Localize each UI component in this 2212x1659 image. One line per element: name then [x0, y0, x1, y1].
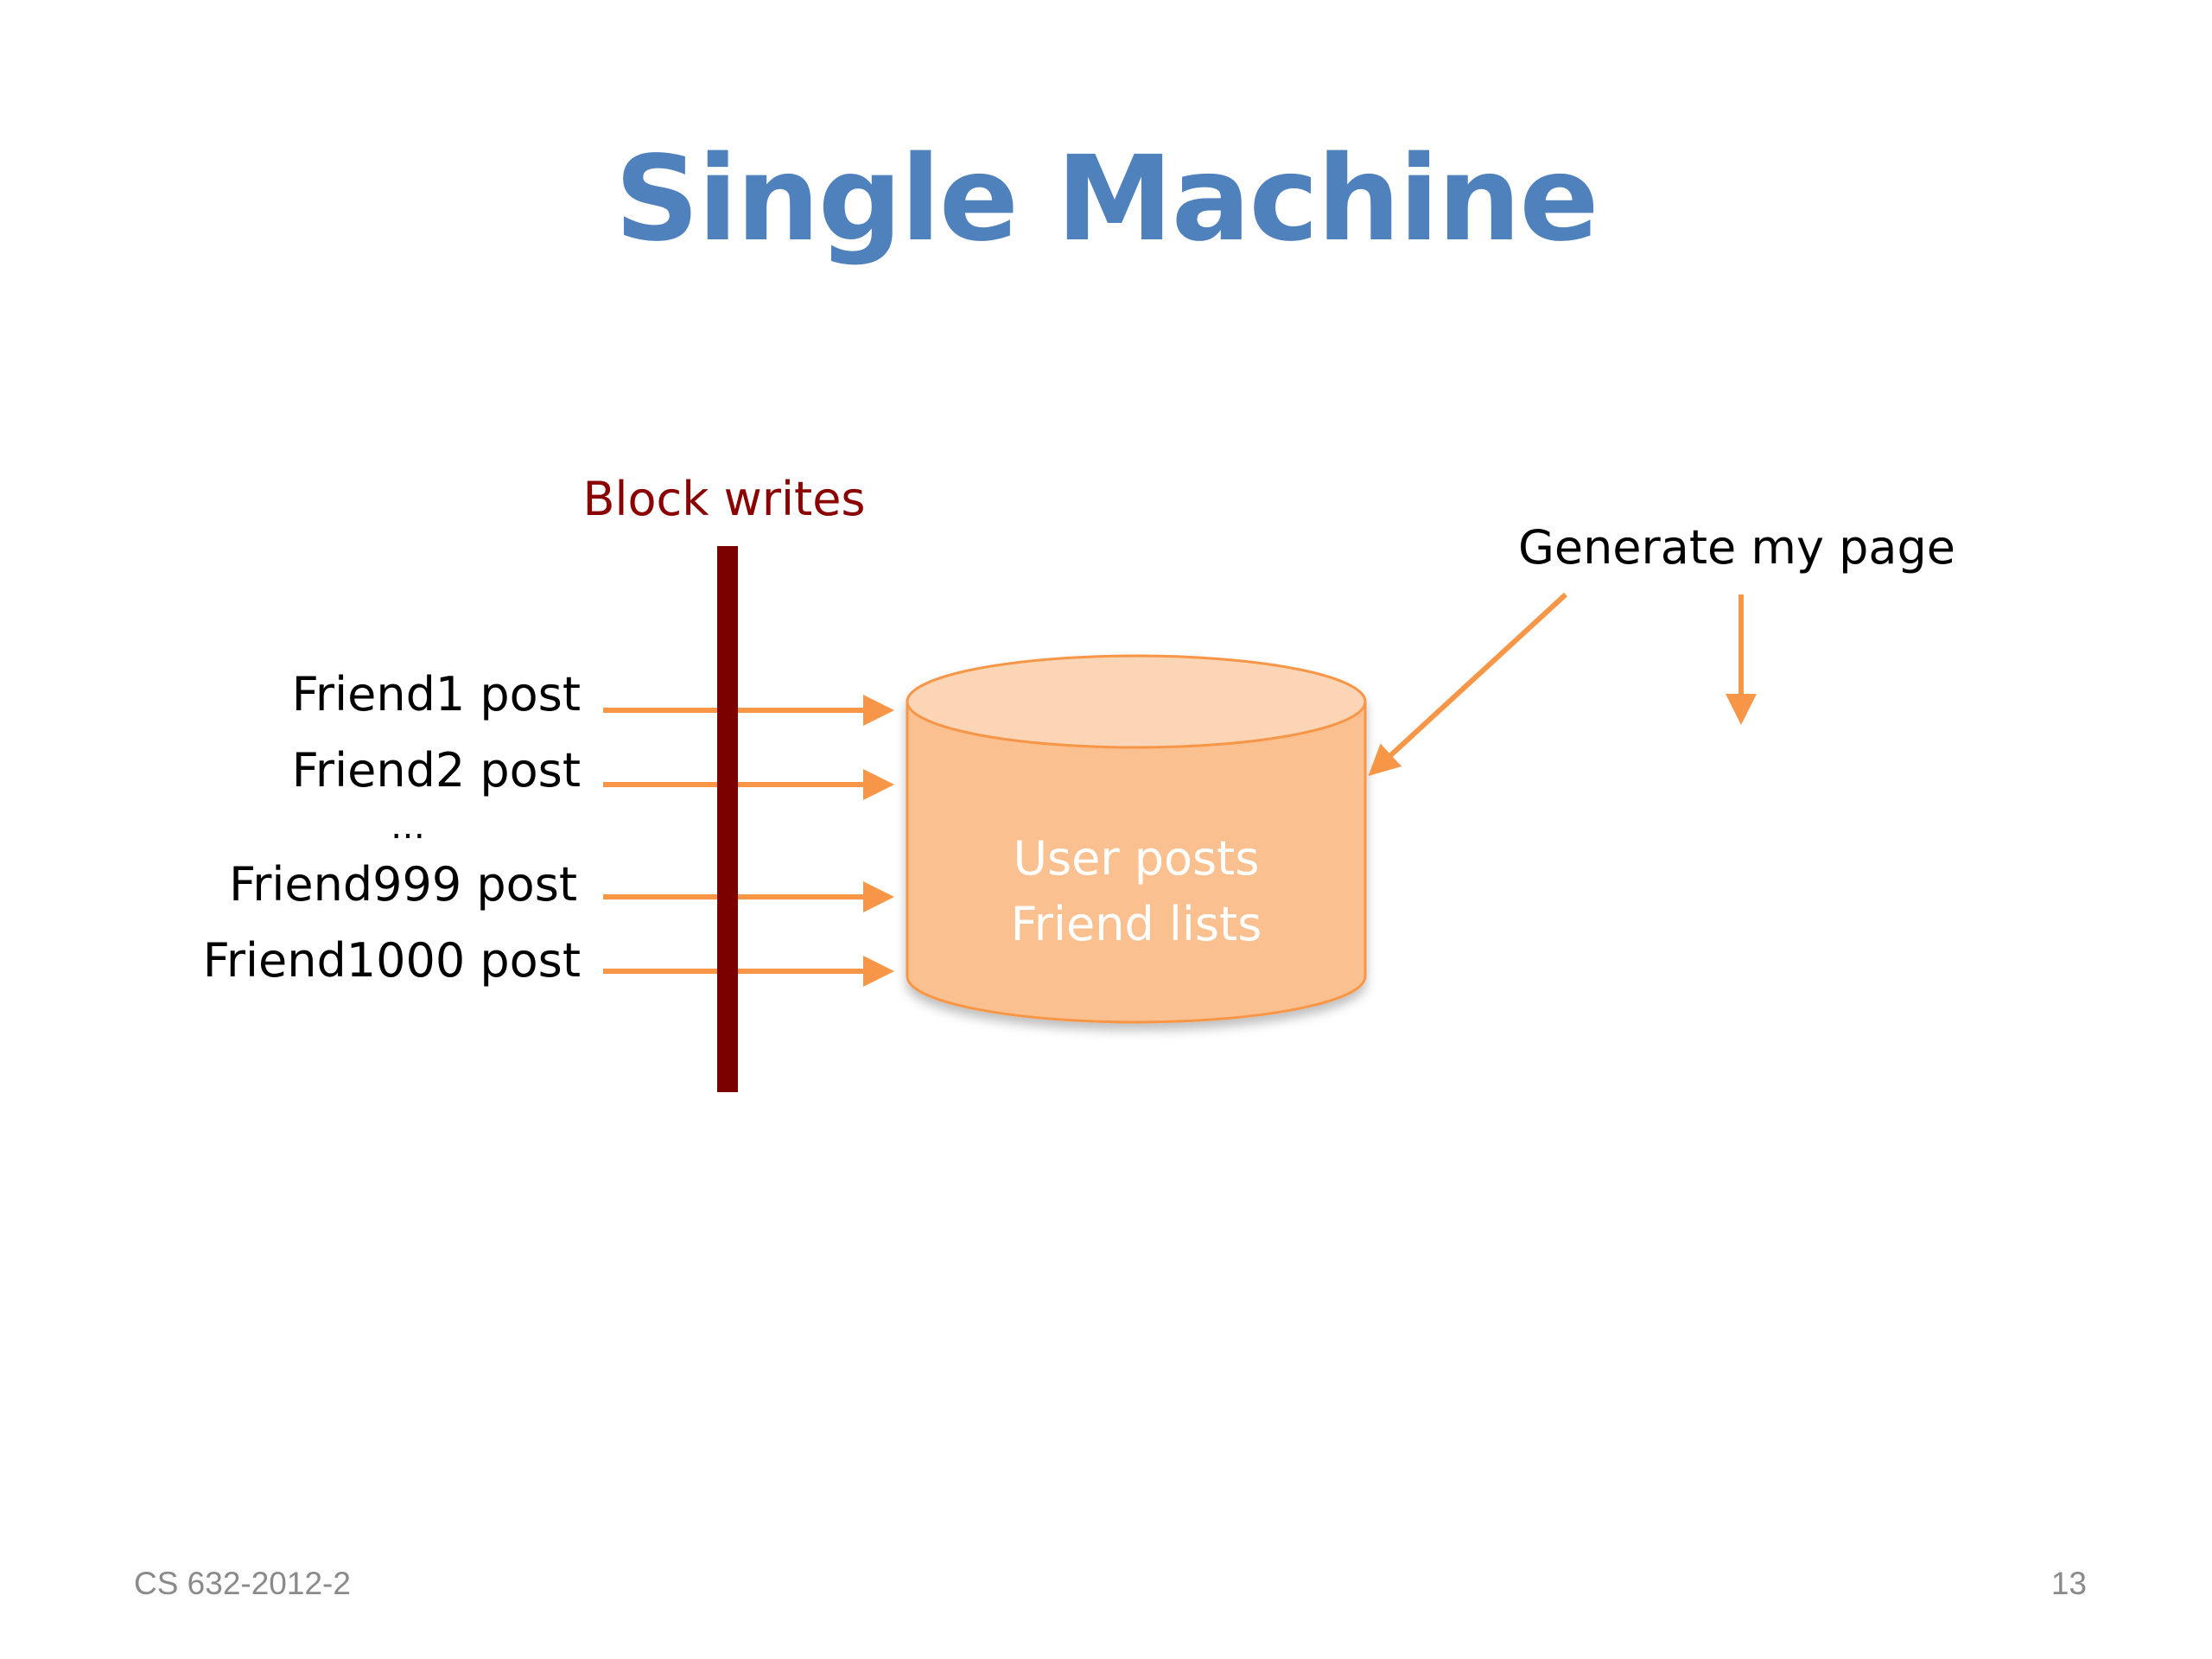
page-number: 13	[2050, 1566, 2087, 1601]
database-cylinder	[906, 654, 1367, 1024]
database-line-friend-lists: Friend lists	[1011, 897, 1262, 951]
block-writes-label: Block writes	[582, 472, 865, 526]
friend1-post-label: Friend1 post	[292, 667, 581, 721]
slide-title: Single Machine	[614, 131, 1599, 268]
friend999-post-label: Friend999 post	[229, 857, 577, 912]
footer-course: CS 632-2012-2	[134, 1566, 351, 1601]
read-arrow	[1368, 592, 1568, 777]
friend1000-post-label: Friend1000 post	[203, 933, 581, 988]
generate-my-page-label: Generate my page	[1518, 520, 1955, 575]
friend2-post-label: Friend2 post	[292, 743, 581, 798]
ellipsis-label: …	[391, 807, 425, 847]
block-writes-bar	[717, 546, 738, 1092]
database-line-user-posts: User posts	[1013, 831, 1259, 886]
